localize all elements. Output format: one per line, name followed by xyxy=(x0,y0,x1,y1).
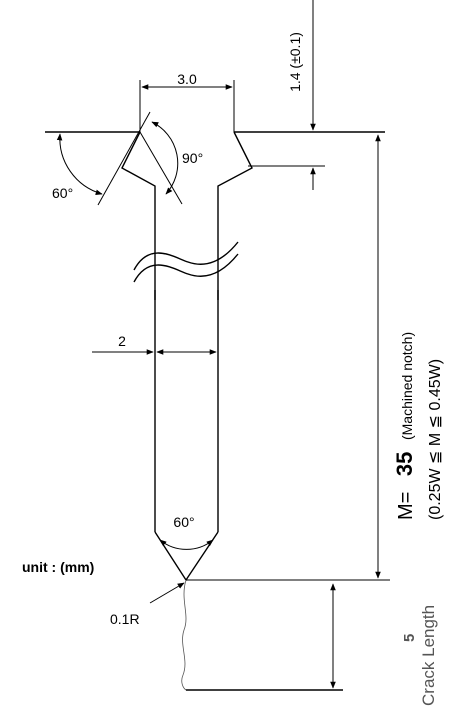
label-m-dimension: M= 35 (Machined notch) xyxy=(392,332,417,520)
angle-notch-ext xyxy=(139,131,183,205)
label-crack-value: 5 xyxy=(401,634,418,642)
angle-left-ext xyxy=(97,111,151,206)
crack-line xyxy=(181,579,187,691)
break-line-upper xyxy=(133,241,239,271)
label-m-note: (Machined notch) xyxy=(399,332,415,440)
label-m-prefix: M= xyxy=(395,492,417,520)
label-m-value: 35 xyxy=(392,452,417,476)
chevron-right-outline xyxy=(217,131,253,300)
label-tip-angle: 60° xyxy=(173,514,194,530)
notch-tip-outline xyxy=(154,531,219,582)
angle-notch-arc xyxy=(151,121,179,195)
label-m-range: (0.25W ≦ M ≦ 0.45W) xyxy=(427,359,444,520)
label-unit: unit : (mm) xyxy=(22,559,94,575)
tip-radius-leader xyxy=(149,582,185,604)
chevron-left-outline xyxy=(121,131,156,300)
label-crack-length: Crack Length xyxy=(419,605,438,706)
label-notch-angle: 90° xyxy=(182,150,203,166)
label-left-angle: 60° xyxy=(52,185,73,201)
svg-text:M= 35 (Machined no: M= 35 (Machined notch) xyxy=(392,332,417,520)
label-top-width: 3.0 xyxy=(177,71,197,87)
break-line-lower xyxy=(133,253,239,283)
label-slot-width: 2 xyxy=(118,333,126,349)
angle-tip-arc xyxy=(159,539,214,550)
label-tip-radius: 0.1R xyxy=(110,611,140,627)
label-notch-depth: 1.4 (±0.1) xyxy=(287,32,303,92)
angle-left-arc xyxy=(56,133,103,195)
